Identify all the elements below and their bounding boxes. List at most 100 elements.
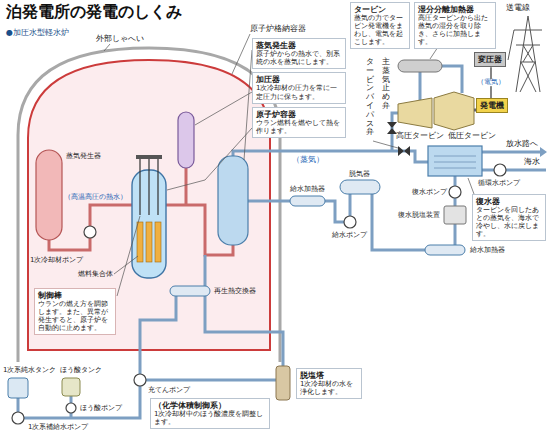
vertical-label: 主蒸気止め弁 xyxy=(382,58,390,111)
feedwater-pipe xyxy=(372,194,425,250)
callout-heading: タービン xyxy=(354,5,406,14)
leader-line xyxy=(195,92,252,125)
callout-text: 1次冷却材の圧力を常に一定圧力に保ちます。 xyxy=(256,84,342,100)
part-label: 脱気器 xyxy=(349,170,370,178)
part-label: 給水加熱器 xyxy=(470,246,505,254)
part-label: 外部しゃへい xyxy=(96,34,144,43)
fuel-assembly xyxy=(146,222,152,262)
callout-box: 脱塩塔1次冷却材の水を浄化します。 xyxy=(296,368,362,399)
callout-box: タービン蒸気の力でタービン発電機をまわし、電気を起こします。 xyxy=(350,2,410,49)
transmission-tower xyxy=(514,16,542,92)
part-label: ほう酸タンク xyxy=(60,366,102,374)
callout-heading: 脱塩塔 xyxy=(300,371,358,380)
part-label: 1次系純水タンク xyxy=(3,366,56,374)
callout-box: 蒸気発生器原子炉からの熱水で、別系統の水を蒸気にします。 xyxy=(252,38,346,69)
coolant-pump xyxy=(84,226,96,238)
condensate-pipe xyxy=(454,224,457,245)
condensate-pipe xyxy=(454,198,457,206)
tower-brace xyxy=(514,30,542,92)
part-label: 原子炉格納容器 xyxy=(250,24,306,33)
leader-line xyxy=(104,44,110,51)
callout-heading: 制御棒 xyxy=(38,291,112,300)
callout-heading: 変圧器 xyxy=(478,55,502,64)
feedwater-pump xyxy=(344,216,356,228)
callout-box: 加圧器1次冷却材の圧力を常に一定圧力に保ちます。 xyxy=(252,72,346,103)
power-wire xyxy=(508,30,514,60)
callout-box: 湿分分離加熱器高圧タービンから出た蒸気の湿分を取り除き、さらに加熱します。 xyxy=(414,2,496,49)
callout-text: ウラン燃料を燃やして熱を作ります。 xyxy=(256,119,342,135)
letdown-pipe xyxy=(205,296,283,366)
hp-turbine xyxy=(398,98,432,128)
feedwater-pipe xyxy=(349,194,352,216)
lp-turbine xyxy=(434,92,474,130)
pipes xyxy=(18,66,546,418)
leader-line xyxy=(167,128,252,190)
charging-pump xyxy=(134,374,146,386)
rod-drive xyxy=(136,155,162,159)
part-label: 送電線 xyxy=(506,3,530,12)
part-label: 給水ポンプ xyxy=(332,231,367,239)
callout-heading: 原子炉容器 xyxy=(256,110,342,119)
charging-pipe xyxy=(140,296,176,374)
steam-generator xyxy=(218,156,248,245)
generator-box: 発電機 xyxy=(476,98,508,113)
part-label: 燃料集合体 xyxy=(78,270,113,278)
leaders xyxy=(104,34,474,296)
part-label: ほう酸ポンプ xyxy=(80,404,122,412)
callout-heading: （化学体積制御系） xyxy=(154,401,266,410)
callout-text: 原子炉からの熱水で、別系統の水を蒸気にします。 xyxy=(256,50,342,66)
part-label: 復水脱塩装置 xyxy=(398,211,440,219)
callout-text: タービンを回したあとの蒸気を、海水で冷やし、水に戻します。 xyxy=(476,206,542,238)
feedwater-pipe xyxy=(248,200,290,203)
fuel-assembly xyxy=(155,222,161,262)
seawater-pipe xyxy=(482,169,494,172)
part-label: 給水加熱器 xyxy=(290,185,325,193)
leader-line xyxy=(373,141,398,148)
makeup-pipe xyxy=(24,386,140,418)
condensate-pump xyxy=(449,186,461,198)
part-label: ●加圧水型軽水炉 xyxy=(6,28,69,37)
part-label: 循環水ポンプ xyxy=(478,179,520,187)
part-label: 復水ポンプ xyxy=(412,188,447,196)
part-label: 1次系補給水ポンプ xyxy=(28,423,88,431)
diagram-title: 泊発電所の発電のしくみ xyxy=(6,3,182,21)
feedwater-heater xyxy=(290,196,325,206)
callout-box: 制御棒ウランの燃え方を調節します。また、異常が発生すると、原子炉を自動的に止めま… xyxy=(34,288,116,335)
control-rods xyxy=(140,159,158,215)
letdown-pipe xyxy=(204,255,207,286)
condensate-demineralizer xyxy=(444,206,466,224)
callout-heading: 復水器 xyxy=(476,197,542,206)
feedwater-heater xyxy=(425,245,465,255)
part-label: 1次冷却材ポンプ xyxy=(30,256,83,264)
part-label: （蒸気） xyxy=(292,155,324,164)
callout-box: （化学体積制御系）1次冷却材中のほう酸濃度を調整します。 xyxy=(150,398,270,429)
moisture-separator xyxy=(398,60,442,72)
callout-box: 復水器タービンを回したあとの蒸気を、海水で冷やし、水に戻します。 xyxy=(472,194,546,241)
transformer-box: 変圧器 xyxy=(474,52,506,67)
stop-valve xyxy=(387,122,397,134)
part-label: 低圧タービン xyxy=(448,131,496,140)
condenser-tubes xyxy=(434,156,476,168)
edge-label: （電気） xyxy=(476,79,506,87)
steam-pipe xyxy=(442,66,462,93)
deaerator xyxy=(340,180,380,194)
boric-tank xyxy=(62,378,80,396)
demineralizer xyxy=(276,366,290,400)
boric-pipe xyxy=(70,413,73,418)
callout-text: 1次冷却材中のほう酸濃度を調整します。 xyxy=(154,410,266,426)
seawater-pipe xyxy=(482,151,540,154)
steam-generator xyxy=(36,150,62,240)
water-tank xyxy=(8,378,28,398)
circulating-pump xyxy=(494,164,506,176)
callout-heading: 蒸気発生器 xyxy=(256,41,342,50)
makeup-pipe xyxy=(17,398,20,412)
part-label: 再生熱交換器 xyxy=(214,287,256,295)
steam-pipe xyxy=(419,72,422,100)
part-label: （高温高圧の熱水） xyxy=(64,193,127,201)
part-label: 蒸気発生器 xyxy=(66,152,101,160)
callout-heading: 加圧器 xyxy=(256,75,342,84)
callout-text: 蒸気の力でタービン発電機をまわし、電気を起こします。 xyxy=(354,14,406,46)
bypass-valve xyxy=(398,146,410,156)
condenser xyxy=(428,146,482,176)
outer-shield xyxy=(18,48,280,362)
